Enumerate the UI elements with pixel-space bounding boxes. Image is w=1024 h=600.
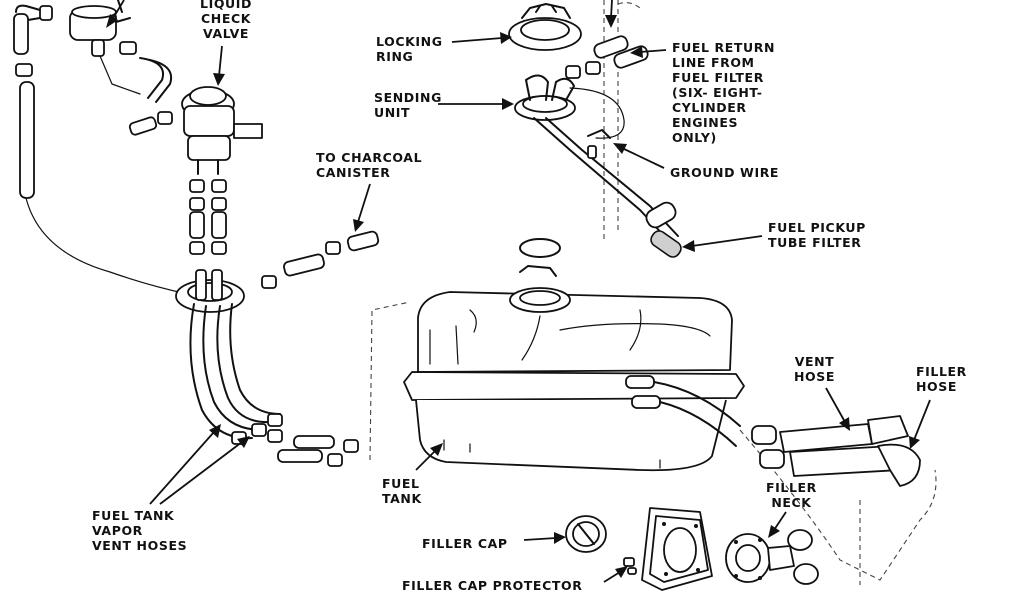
- label-line: CHECK: [200, 11, 252, 26]
- label-fuel-pickup-tube-filter: FUEL PICKUP TUBE FILTER: [768, 220, 866, 250]
- label-line: (SIX- EIGHT-: [672, 85, 763, 100]
- label-line: FUEL TANK: [92, 508, 175, 523]
- vapor-vent-hose-4: [229, 303, 281, 415]
- label-line: UNIT: [374, 105, 411, 120]
- label-line: LIQUID: [200, 0, 253, 11]
- label-line: FILLER: [766, 480, 817, 495]
- label-line: TANK: [382, 491, 422, 506]
- filler-cap-protector-plate: [641, 507, 713, 591]
- top-left-vapor-fittings: [13, 0, 172, 199]
- label-line: HOSE: [916, 379, 958, 394]
- label-line: TUBE FILTER: [768, 235, 862, 250]
- filler-neck-part: [725, 529, 819, 585]
- liquid-check-valve: [181, 86, 263, 175]
- vapor-return-line: [25, 197, 189, 295]
- label-line: RING: [376, 49, 414, 64]
- label-line: VENT HOSES: [92, 538, 188, 553]
- locking-ring-part: [508, 3, 582, 51]
- label-fuel-return-line: FUEL RETURN LINE FROM FUEL FILTER (SIX- …: [672, 40, 775, 145]
- label-line: FUEL: [382, 476, 420, 491]
- label-line: VENT: [794, 354, 835, 369]
- vent-hose-grommet: [175, 269, 245, 313]
- vent-hose-connectors: [231, 413, 359, 467]
- vent-and-filler-hoses: [751, 415, 921, 487]
- label-filler-neck: FILLER NECK: [766, 480, 817, 510]
- vapor-vent-hose-3: [216, 305, 273, 424]
- label-line: HOSE: [794, 369, 836, 384]
- label-line: VALVE: [203, 26, 249, 41]
- sending-unit-o-ring: [519, 238, 561, 258]
- label-line: FUEL PICKUP: [768, 220, 866, 235]
- valve-hose-stack: [189, 179, 227, 255]
- label-vent-hose: VENT HOSE: [794, 354, 835, 384]
- label-line: LINE FROM: [672, 55, 755, 70]
- label-ground-wire: GROUND WIRE: [670, 165, 780, 180]
- label-line: TO CHARCOAL: [316, 150, 423, 165]
- label-line: CANISTER: [316, 165, 391, 180]
- label-sending-unit: SENDING UNIT: [374, 90, 442, 120]
- filler-cap-part: [565, 515, 607, 553]
- label-liquid-check-valve: LIQUID CHECK VALVE: [200, 0, 252, 41]
- leader-arrows: [106, 0, 931, 583]
- vapor-vent-hose-2: [202, 305, 263, 431]
- label-fuel-tank-vapor-vent-hoses: FUEL TANK VAPOR VENT HOSES: [92, 508, 187, 553]
- label-line: NECK: [771, 495, 812, 510]
- label-line: SENDING: [374, 90, 442, 105]
- label-line: ENGINES: [672, 115, 739, 130]
- filler-cap-protector-screws: [623, 557, 637, 575]
- label-filler-cap: FILLER CAP: [422, 536, 508, 551]
- charcoal-canister-line: [261, 230, 380, 289]
- label-line: ONLY): [672, 130, 717, 145]
- valve-inlet-fittings: [128, 111, 173, 136]
- label-line: FUEL RETURN: [672, 40, 776, 55]
- label-locking-ring: LOCKING RING: [376, 34, 443, 64]
- label-line: VAPOR: [92, 523, 143, 538]
- label-fuel-tank: FUEL TANK: [382, 476, 422, 506]
- label-line: FUEL FILTER: [672, 70, 764, 85]
- label-line: CYLINDER: [672, 100, 747, 115]
- label-filler-hose: FILLER HOSE: [916, 364, 967, 394]
- sending-unit-part: [514, 74, 682, 258]
- label-line: FILLER: [916, 364, 967, 379]
- label-filler-cap-protector: FILLER CAP PROTECTOR: [402, 578, 583, 593]
- label-to-charcoal-canister: TO CHARCOAL CANISTER: [316, 150, 422, 180]
- label-line: LOCKING: [376, 34, 443, 49]
- fuel-tank-body: [403, 265, 745, 472]
